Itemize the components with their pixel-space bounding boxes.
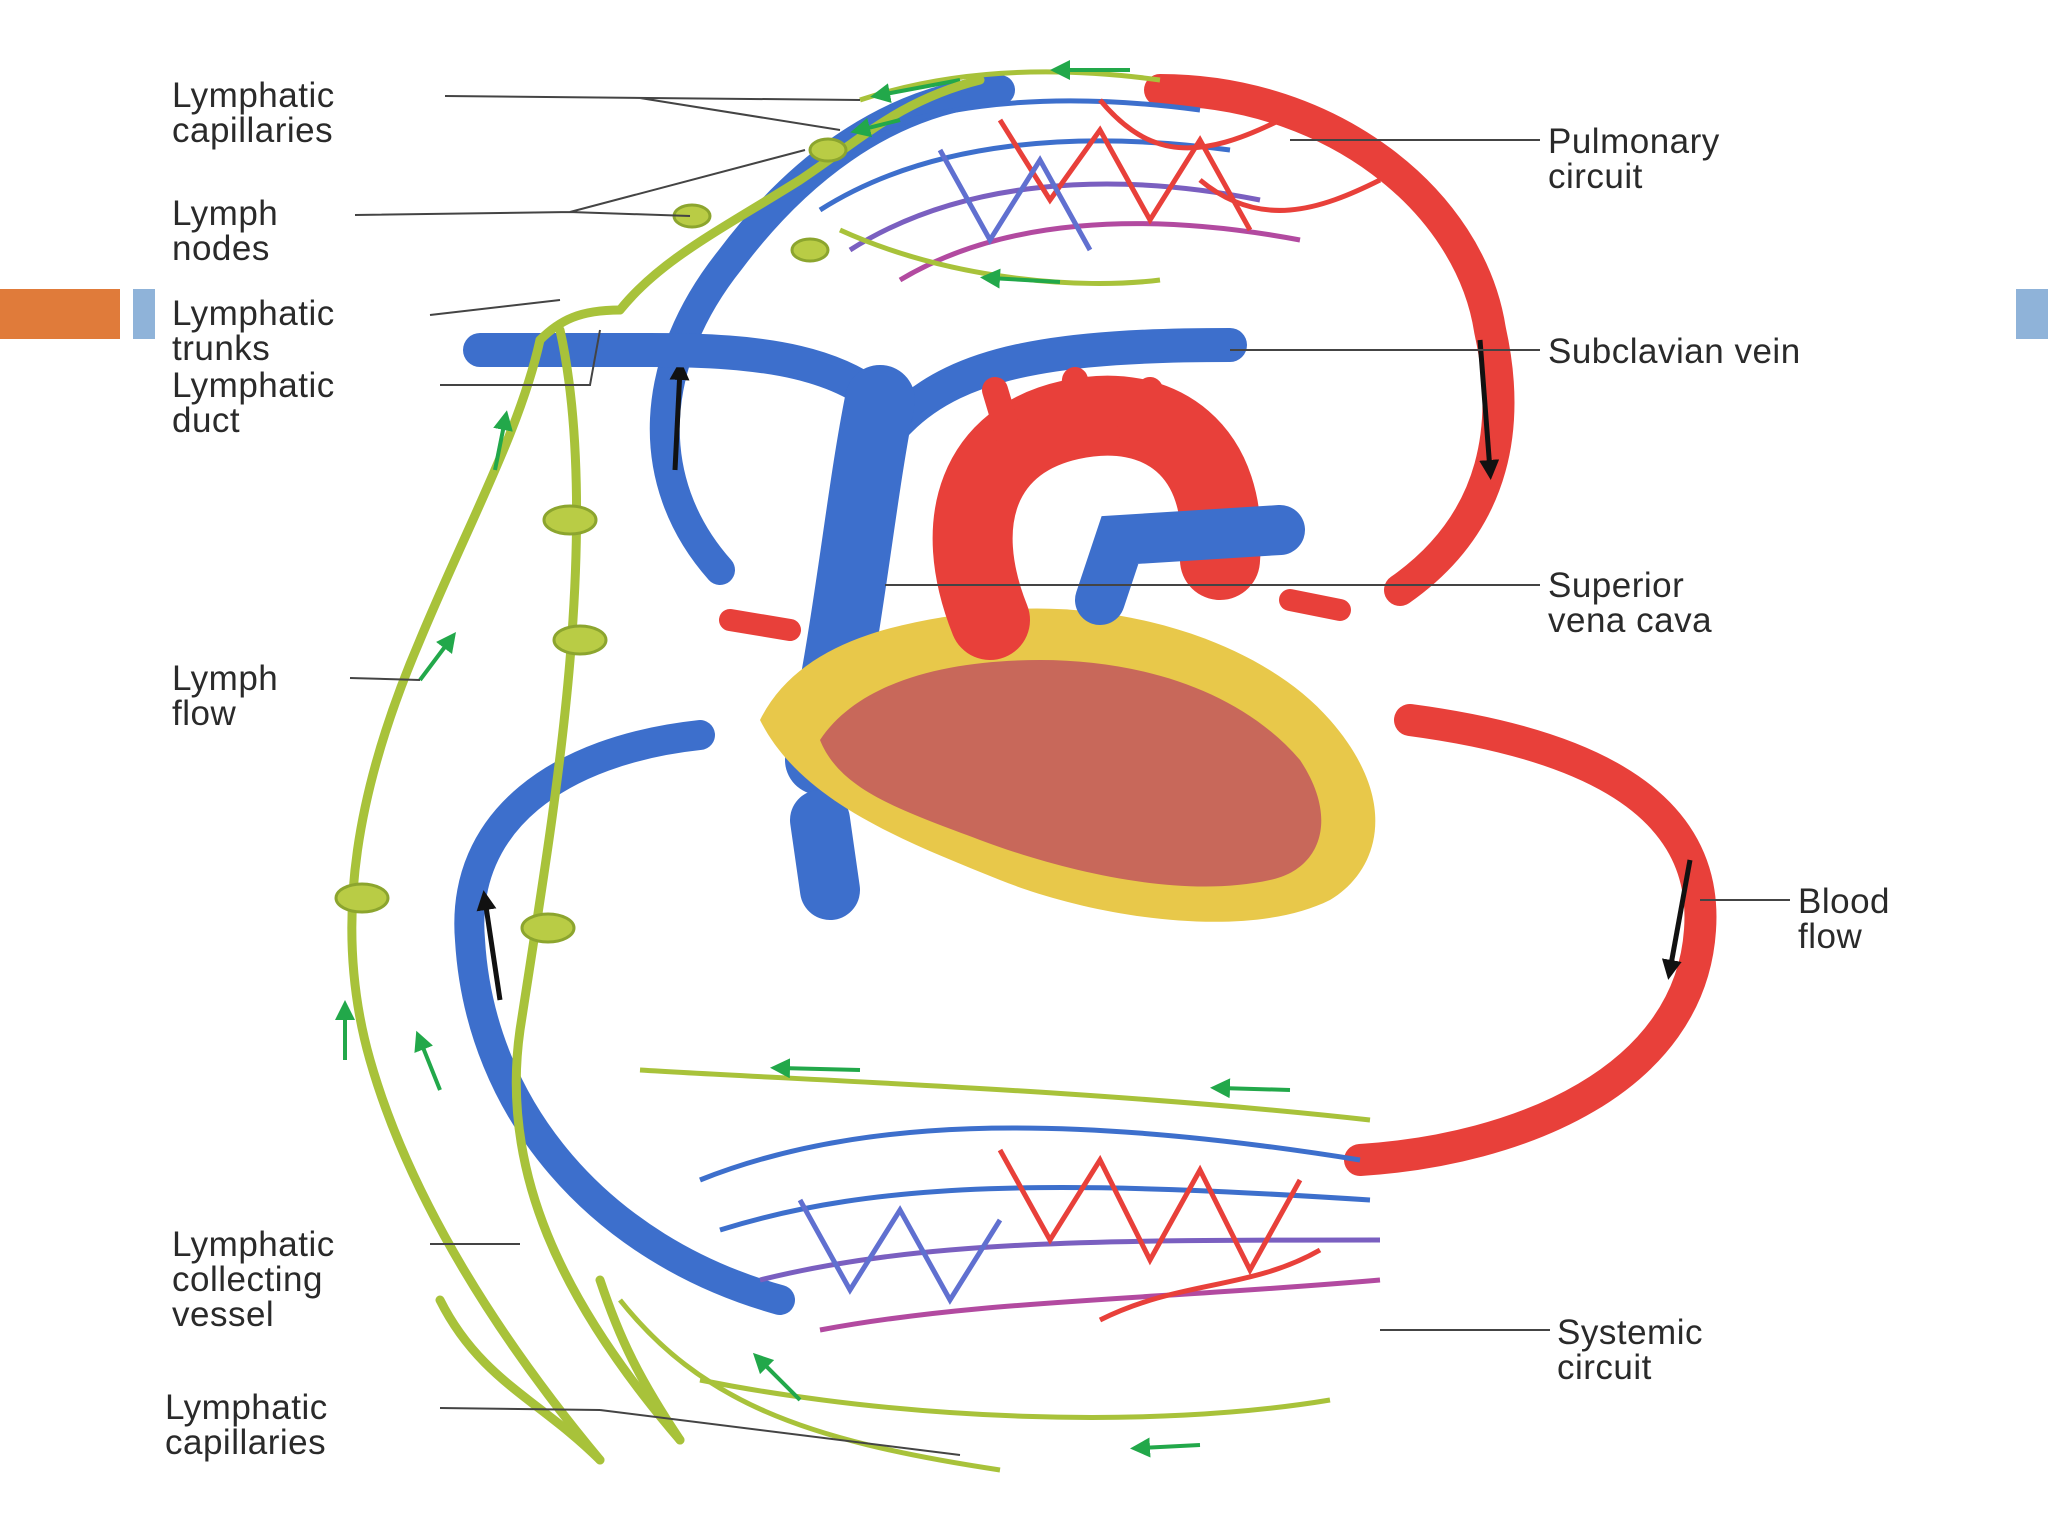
accent-bar-blue-right <box>2016 289 2048 339</box>
pulmonary-vein-right <box>1279 589 1351 621</box>
systemic-arrow-2 <box>1210 1078 1291 1099</box>
leader-lines <box>349 95 1790 1456</box>
leader-lymphatic-capillaries-top <box>444 95 861 131</box>
aortic-branch-3 <box>1117 377 1163 443</box>
lymph-nodes <box>334 137 848 944</box>
lymph-node-2 <box>552 624 608 656</box>
systemic-arrow-3 <box>1130 1437 1201 1458</box>
systemic-arrow-1 <box>770 1058 861 1079</box>
inferior-vena-cava <box>790 790 860 920</box>
pulmonary-circuit-vessels <box>649 60 1515 606</box>
pulmonary-arrow-top-1 <box>870 78 961 103</box>
lymph-branch-2 <box>595 1275 685 1445</box>
lymphatic-duct <box>615 75 985 315</box>
systemic-artery <box>1344 704 1717 1176</box>
systemic-capillary-bed <box>699 1125 1381 1333</box>
pulmonary-trunk <box>1075 505 1305 625</box>
lymph-branch-1 <box>435 1295 605 1465</box>
lymph-arrow-1 <box>493 410 513 471</box>
accent-bar-orange <box>0 289 120 339</box>
lymph-node-6 <box>808 137 848 163</box>
heart-muscle <box>820 660 1322 887</box>
pulmonary-flow-arrow <box>1477 339 1500 480</box>
pulmonary-return-arrow <box>669 360 690 471</box>
accent-bar-blue-left <box>133 289 155 339</box>
systemic-arrow-4 <box>752 1352 802 1402</box>
lymph-arrow-2 <box>418 632 456 682</box>
leader-lymphatic-duct <box>440 329 601 386</box>
leader-lymph-flow <box>349 677 421 681</box>
systemic-flow-arrow <box>1661 859 1693 980</box>
label-subclavian-vein: Subclavian vein <box>1548 332 1801 371</box>
lymphatic-collecting-vessel-outer <box>347 335 605 1465</box>
lymphatic-trunk <box>535 305 625 345</box>
aortic-branch-1 <box>982 377 1023 453</box>
leader-lymphatic-capillaries-bottom <box>439 1407 961 1456</box>
lymphatic-collecting-vessel-inner <box>511 325 685 1445</box>
systemic-circuit-vessels <box>454 704 1717 1473</box>
pulmonary-arrow-bottom <box>980 268 1061 289</box>
systemic-lymph-capillaries <box>618 1067 1371 1473</box>
aortic-branch-2 <box>1057 367 1088 433</box>
pulmonary-artery <box>1144 74 1515 606</box>
systemic-return-arrow <box>476 890 503 1001</box>
lymph-node-3 <box>334 882 390 914</box>
leader-lymphatic-trunks <box>429 299 561 316</box>
heart <box>719 367 1376 922</box>
lymphatic-vessels <box>347 75 985 1465</box>
pulmonary-vein-left <box>719 609 801 641</box>
systemic-vein <box>454 720 795 1315</box>
lymph-arrow-4 <box>414 1030 442 1091</box>
lymph-node-1 <box>542 504 598 536</box>
leader-lymph-nodes <box>354 149 806 217</box>
lymph-arrow-5 <box>850 117 901 138</box>
lymph-node-7 <box>790 237 830 263</box>
lymph-flow-arrows <box>335 117 901 1091</box>
lymph-node-4 <box>520 912 576 944</box>
